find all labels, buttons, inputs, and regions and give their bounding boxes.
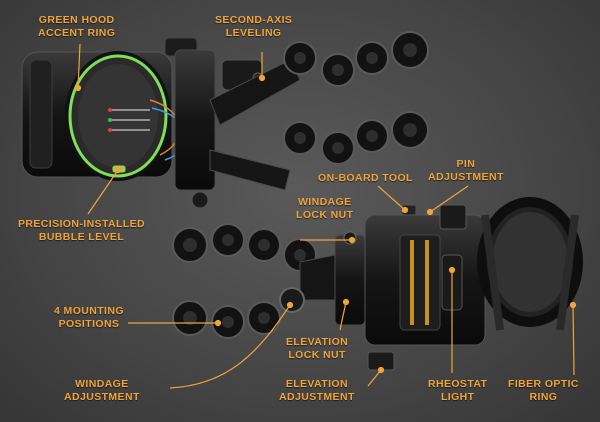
top-sight (21, 31, 429, 209)
label-line: POSITIONS (58, 318, 120, 330)
label-line: ADJUSTMENT (64, 391, 140, 403)
label-line: LOCK NUT (288, 349, 346, 361)
label-line: LOCK NUT (296, 209, 354, 221)
top-mounting-holes (283, 31, 429, 165)
label-line: SECOND-AXIS (215, 14, 293, 26)
label-rheostat-light: RHEOSTAT LIGHT (428, 378, 487, 404)
label-windage-adjustment: WINDAGE ADJUSTMENT (64, 378, 140, 404)
label-line: LIGHT (440, 391, 475, 403)
label-line: ADJUSTMENT (428, 171, 504, 183)
label-green-hood-accent-ring: GREEN HOOD ACCENT RING (38, 14, 115, 40)
label-elevation-lock-nut: ELEVATION LOCK NUT (286, 336, 348, 362)
label-fiber-optic-ring: FIBER OPTIC RING (508, 378, 579, 404)
label-line: ACCENT RING (38, 27, 116, 39)
label-line: RHEOSTAT (428, 378, 488, 390)
label-line: PIN (456, 158, 476, 170)
label-elevation-adjustment: ELEVATION ADJUSTMENT (279, 378, 355, 404)
label-line: ELEVATION (285, 378, 348, 390)
label-line: GREEN HOOD (38, 14, 115, 26)
label-line: PRECISION-INSTALLED (18, 218, 145, 230)
label-mounting-positions: 4 MOUNTING POSITIONS (54, 305, 124, 331)
label-bubble-level: PRECISION-INSTALLED BUBBLE LEVEL (18, 218, 145, 244)
label-line: FIBER OPTIC (508, 378, 579, 390)
label-line: ADJUSTMENT (279, 391, 355, 403)
label-line: ON-BOARD TOOL (318, 172, 413, 184)
green-hood-ring (68, 54, 168, 178)
label-line: WINDAGE (75, 378, 129, 390)
windage-knob (279, 287, 305, 313)
label-line: WINDAGE (297, 196, 352, 208)
label-line: LEVELING (225, 27, 282, 39)
label-onboard-tool: ON-BOARD TOOL (318, 172, 413, 185)
label-line: RING (529, 391, 558, 403)
label-line: 4 MOUNTING (54, 305, 124, 317)
label-line: BUBBLE LEVEL (38, 231, 125, 243)
label-windage-lock-nut: WINDAGE LOCK NUT (296, 196, 353, 222)
bottom-mounting-holes (172, 223, 317, 339)
label-second-axis-leveling: SECOND-AXIS LEVELING (215, 14, 292, 40)
callout-lines (74, 43, 577, 389)
bottom-sight (172, 197, 583, 371)
label-pin-adjustment: PIN ADJUSTMENT (428, 158, 504, 184)
label-line: ELEVATION (286, 336, 349, 348)
